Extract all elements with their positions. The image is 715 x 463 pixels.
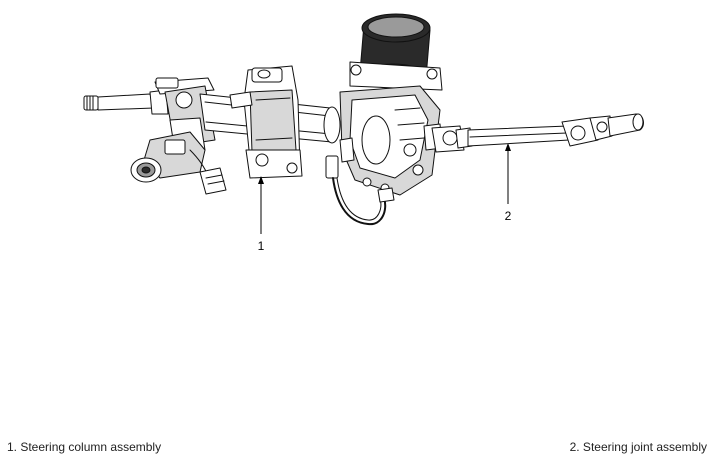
tilt-bracket xyxy=(229,65,303,179)
intermediate-shaft xyxy=(467,125,570,147)
caption-steering-column: 1. Steering column assembly xyxy=(7,440,162,454)
callout-2: 2 xyxy=(505,143,512,223)
lower-universal-joint xyxy=(561,115,613,147)
leader-arrow-2 xyxy=(505,143,511,151)
ignition-switch xyxy=(130,131,227,195)
caption-steering-joint: 2. Steering joint assembly xyxy=(569,440,707,454)
callout-label-1: 1 xyxy=(258,239,265,253)
leader-arrow-1 xyxy=(258,176,264,184)
eps-motor xyxy=(349,13,443,91)
eps-unit xyxy=(325,13,443,226)
callout-label-2: 2 xyxy=(505,209,512,223)
steering-column-assembly xyxy=(83,65,341,195)
output-yoke xyxy=(607,113,644,137)
callout-1: 1 xyxy=(258,176,265,253)
upper-universal-joint xyxy=(431,125,473,153)
steering-joint-assembly xyxy=(431,113,644,153)
wiring-harness xyxy=(325,155,395,226)
gear-housing xyxy=(339,85,443,196)
input-shaft xyxy=(83,89,169,115)
